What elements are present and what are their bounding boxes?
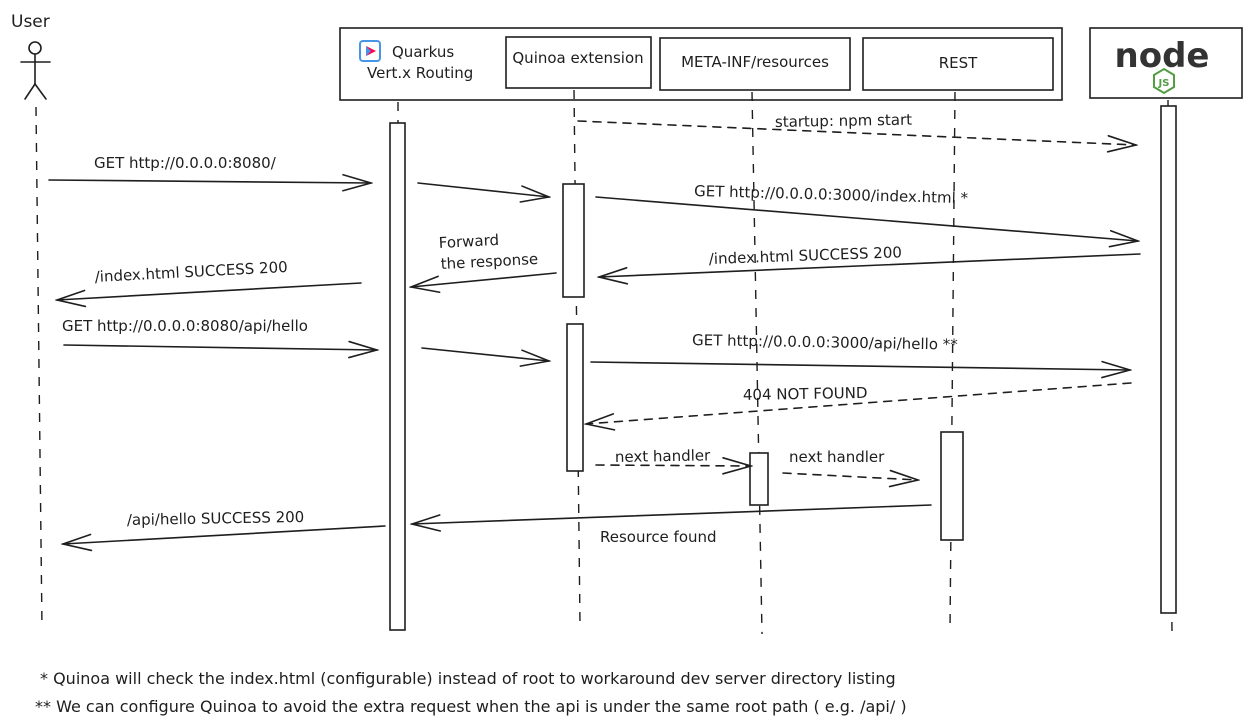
actor-user-label: User — [11, 12, 50, 32]
label-forward-line2: the response — [440, 250, 538, 273]
label-get-api-node: GET http://0.0.0.0:3000/api/hello ** — [692, 331, 958, 354]
arrow-next-handler-2 — [782, 473, 918, 480]
label-resource-found: Resource found — [600, 528, 717, 546]
actor-rest-box — [862, 37, 1054, 91]
arrow-index-success-user — [57, 282, 362, 300]
svg-text:JS: JS — [1158, 78, 1170, 89]
activation-quarkus — [389, 122, 406, 631]
arrow-forward-response — [411, 272, 557, 287]
actor-quarkus-label-line1: Quarkus — [392, 43, 454, 61]
actor-meta-inf-box — [659, 37, 851, 91]
label-get-root: GET http://0.0.0.0:8080/ — [94, 154, 277, 172]
actor-meta-inf-label: META-INF/resources — [681, 53, 829, 71]
label-next-handler-1: next handler — [615, 446, 711, 466]
arrow-startup — [577, 120, 1136, 145]
label-startup: startup: npm start — [775, 111, 913, 131]
actor-quarkus-label-line2: Vert.x Routing — [367, 64, 473, 82]
label-not-found: 404 NOT FOUND — [743, 384, 868, 404]
arrow-resource-found — [412, 504, 932, 524]
label-get-index-node: GET http://0.0.0.0:3000/index.html * — [694, 182, 969, 207]
activation-rest — [940, 431, 964, 541]
activation-node — [1160, 105, 1177, 614]
arrow-get-api — [63, 345, 377, 350]
arrow-next-handler-1 — [595, 465, 751, 466]
arrow-api-success — [63, 525, 386, 544]
actor-quinoa-label: Quinoa extension — [512, 49, 643, 67]
lifeline-rest — [949, 91, 956, 631]
label-next-handler-2: next handler — [789, 448, 885, 466]
actor-node-box — [1089, 27, 1243, 99]
footnote-2: ** We can configure Quinoa to avoid the … — [35, 697, 907, 716]
activation-quinoa-2 — [566, 323, 584, 472]
lifeline-user — [35, 106, 43, 629]
stick-figure-icon — [20, 41, 51, 100]
arrow-quarkus-to-quinoa-1 — [417, 182, 549, 197]
arrow-get-root — [48, 180, 371, 183]
quarkus-logo-icon — [359, 40, 381, 62]
arrow-index-success-node — [599, 253, 1141, 277]
arrow-not-found — [586, 382, 1132, 424]
label-index-success-node: /index.html SUCCESS 200 — [709, 243, 903, 268]
arrow-get-api-node — [590, 362, 1130, 370]
activation-quinoa-1 — [562, 183, 585, 298]
arrow-get-index-node — [595, 196, 1138, 241]
label-api-success: /api/hello SUCCESS 200 — [127, 508, 305, 529]
lifeline-meta-inf — [751, 91, 763, 635]
activation-meta-inf — [749, 452, 769, 506]
actor-quinoa-box — [505, 36, 652, 89]
footnote-1: * Quinoa will check the index.html (conf… — [40, 669, 896, 688]
arrow-quarkus-to-quinoa-2 — [421, 347, 549, 361]
nodejs-badge-icon: JS — [1153, 67, 1175, 95]
actor-rest-label: REST — [939, 54, 978, 72]
label-index-success-user: /index.html SUCCESS 200 — [94, 258, 288, 286]
label-get-api: GET http://0.0.0.0:8080/api/hello — [62, 317, 308, 335]
label-forward-line1: Forward — [438, 231, 499, 252]
